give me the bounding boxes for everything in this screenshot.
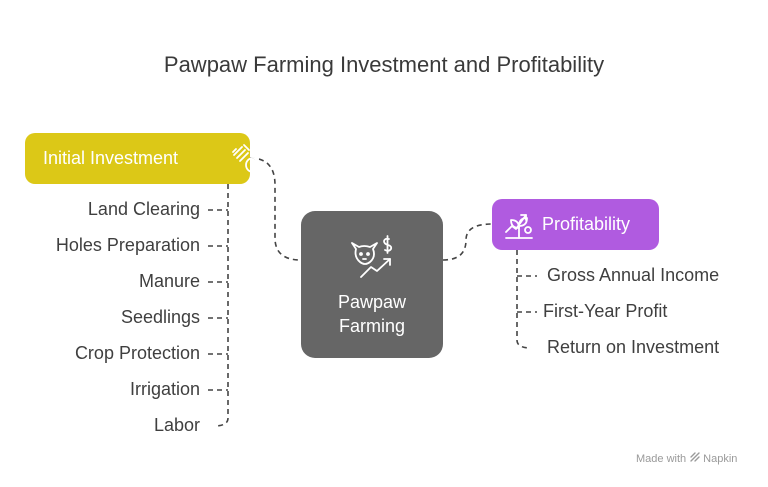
made-with-napkin-footer: Made with Napkin <box>636 452 737 465</box>
connector-initial-to-center <box>249 157 302 261</box>
profit-item-gross-annual-income: Gross Annual Income <box>547 265 720 285</box>
napkin-brand-text: Napkin <box>703 452 738 465</box>
investment-cash-icon <box>230 141 264 180</box>
pawpaw-farming-node: Pawpaw Farming <box>301 211 443 358</box>
pawpaw-farming-label: Pawpaw Farming <box>337 292 407 336</box>
connector-center-to-profit <box>442 223 493 261</box>
napkin-logo-icon <box>690 452 700 465</box>
investment-item-labor: Labor <box>153 415 200 435</box>
investment-item-holes-preparation: Holes Preparation <box>55 235 200 255</box>
diagram-title: Pawpaw Farming Investment and Profitabil… <box>163 52 605 77</box>
profit-item-first-year-profit: First-Year Profit <box>543 301 668 321</box>
profitability-label: Profitability <box>542 214 631 234</box>
investment-item-crop-protection: Crop Protection <box>74 343 200 363</box>
left-spine <box>213 184 229 427</box>
initial-investment-node: Initial Investment <box>25 133 262 184</box>
made-with-text: Made with <box>636 452 687 465</box>
profit-item-return-on-investment: Return on Investment <box>547 337 720 357</box>
profitability-node: Profitability <box>492 199 659 250</box>
right-spine <box>516 250 532 349</box>
investment-item-manure: Manure <box>138 271 200 291</box>
investment-item-seedlings: Seedlings <box>120 307 200 327</box>
initial-investment-label: Initial Investment <box>43 148 179 168</box>
investment-item-irrigation: Irrigation <box>129 379 200 399</box>
growing-plant-icon <box>502 208 536 247</box>
pawpaw-growth-icon <box>344 233 400 284</box>
investment-item-land-clearing: Land Clearing <box>87 199 200 219</box>
